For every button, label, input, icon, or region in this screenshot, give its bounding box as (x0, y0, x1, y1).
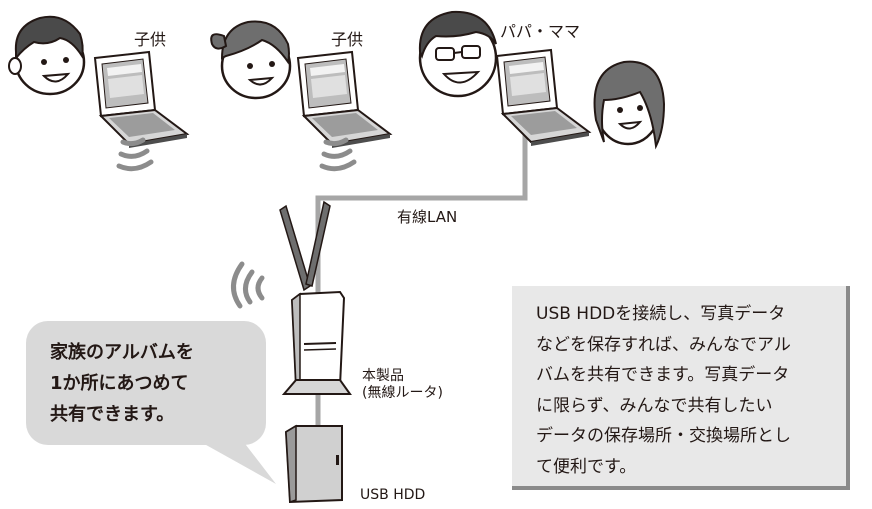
info-line: データの保存場所・交換場所とし (536, 426, 791, 446)
callout-line: 1か所にあつめて (50, 373, 189, 394)
product-label-line1: 本製品 (362, 368, 404, 384)
laptop-icon (297, 51, 391, 149)
person-label-parents: パパ・ママ (500, 22, 581, 41)
boy-face-icon (8, 15, 86, 96)
mom-face-icon (593, 60, 666, 150)
person-label-child-1: 子供 (134, 30, 167, 49)
callout-line: 家族のアルバムを (50, 342, 194, 363)
wired-lan-label: 有線LAN (397, 208, 458, 226)
info-line: て便利です。 (536, 456, 637, 477)
wifi-waves-icon (231, 261, 265, 309)
callout-bubble (26, 321, 266, 445)
girl-face-icon (210, 20, 292, 100)
info-box (512, 286, 850, 490)
router-icon (281, 290, 352, 395)
callout-text: 家族のアルバムを 1か所にあつめて 共有できます。 (50, 337, 260, 430)
laptop-icon (496, 49, 590, 147)
info-line: バムを共有できます。写真データ (536, 365, 790, 385)
laptop-icon (94, 51, 188, 149)
dad-face-icon (418, 10, 498, 98)
hdd-icon (284, 424, 343, 504)
info-line: などを保存すれば、みんなでアル (536, 334, 791, 355)
product-label: 本製品 (無線ルータ) (362, 368, 443, 402)
info-line: に限らず、みんなで共有したい (536, 395, 773, 416)
info-text: USB HDDを接続し、写真データ などを保存すれば、みんなでアル バムを共有で… (536, 299, 840, 482)
usb-hdd-label: USB HDD (360, 487, 426, 503)
router-antenna-icon (279, 200, 331, 292)
callout-tail (190, 432, 276, 484)
wired-lan-cable (315, 120, 528, 480)
callout-line: 共有できます。 (50, 404, 175, 425)
person-label-child-2: 子供 (331, 30, 364, 49)
info-line: USB HDDを接続し、写真データ (536, 304, 786, 324)
product-label-line2: (無線ルータ) (362, 385, 443, 401)
